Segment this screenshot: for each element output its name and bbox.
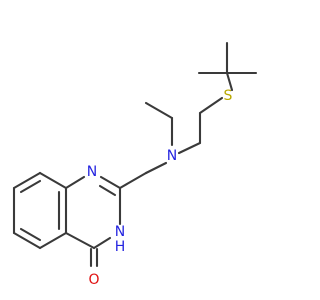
- molecule-diagram: S N N N H O: [12, 41, 258, 288]
- bond-s-ch2: [198, 96, 224, 115]
- bond-n-ch2: [144, 161, 168, 175]
- bond-tbu-s: [225, 71, 234, 92]
- bond-ch2-c2: [118, 171, 148, 190]
- bond-c5-c4a: [38, 231, 68, 250]
- ring-nh-nitrogen-label: N: [115, 224, 125, 240]
- bond-c6-c5: [12, 231, 42, 250]
- bond-c2-n1: [99, 175, 122, 190]
- bond-c4-c4a: [64, 231, 96, 250]
- bond-c8-c7: [12, 171, 42, 190]
- bond-n1-c8a: [64, 175, 86, 190]
- ring-hydrogen-label: H: [115, 239, 126, 255]
- bond-benz-inner-2: [19, 227, 42, 242]
- sulfur-atom-label: S: [224, 88, 233, 104]
- bond-c8a-c8: [38, 171, 68, 190]
- amine-nitrogen-label: N: [167, 148, 177, 164]
- bond-c2-n1-double: [98, 184, 117, 197]
- bond-ethyl-ch3: [144, 101, 174, 120]
- ring-nitrogen-label: N: [87, 164, 97, 180]
- bond-benz-inner-1: [19, 179, 42, 194]
- bond-ch2-n: [177, 141, 202, 155]
- structure-svg: S N N N H O: [12, 41, 258, 288]
- bond-n3-c4: [92, 236, 112, 250]
- carbonyl-oxygen-label: O: [88, 272, 99, 288]
